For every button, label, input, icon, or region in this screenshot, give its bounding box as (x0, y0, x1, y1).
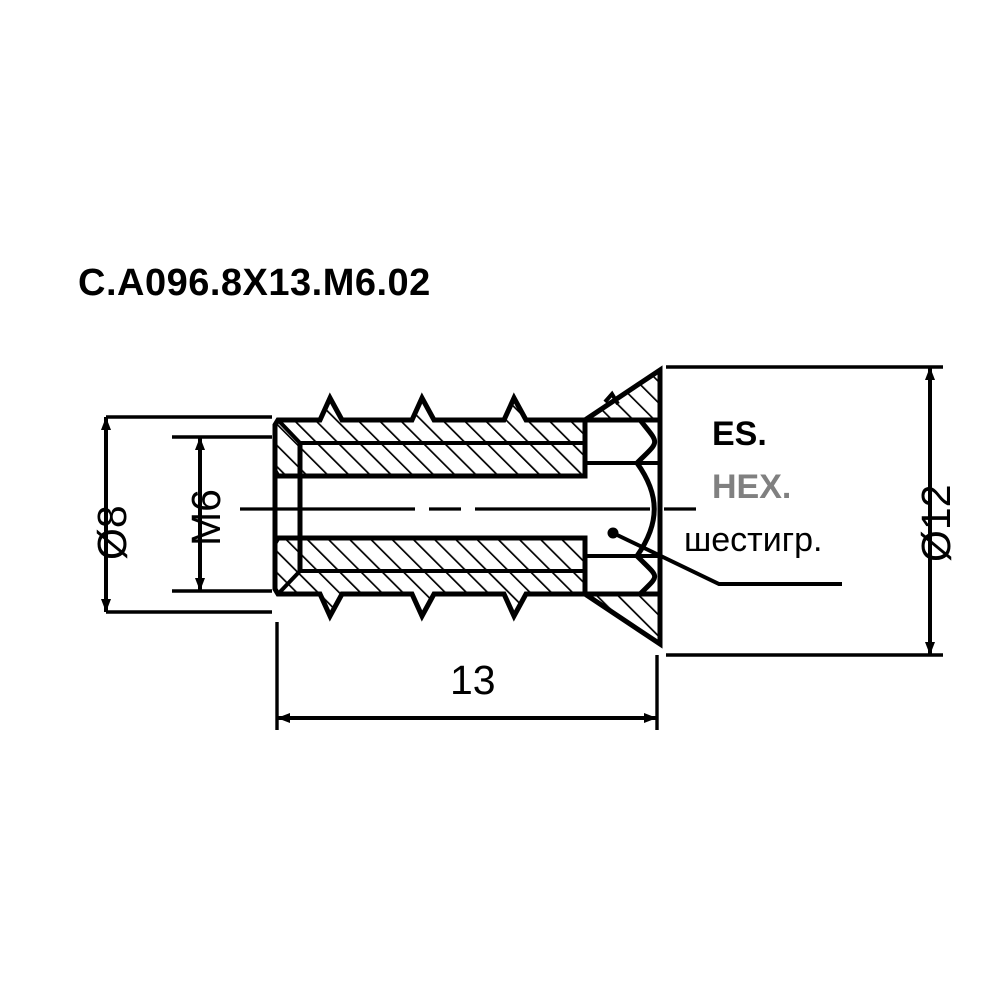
dimension-outer-diameter (101, 415, 272, 614)
dimension-label-thread-size: M6 (183, 489, 229, 546)
dimension-length (275, 622, 659, 730)
note-drive-russian: шестигр. (684, 521, 823, 559)
dimension-thread-size (172, 435, 272, 593)
hex-leader-line (607, 527, 842, 586)
dimension-head-diameter (666, 365, 943, 657)
dimension-label-length: 13 (450, 657, 496, 703)
left-chamfer-bottom (276, 569, 302, 596)
insert-cross-section (272, 365, 663, 649)
dimension-label-outer-diameter: Ø8 (89, 505, 135, 560)
section-hatch-top (275, 398, 585, 476)
head-chamfer-nick (603, 390, 620, 406)
section-hatch-bottom (275, 538, 585, 616)
note-drive-hex: HEX. (712, 468, 792, 506)
hex-socket-arc-upper (635, 418, 658, 465)
page-title: C.A096.8X13.M6.02 (78, 262, 431, 304)
left-chamfer-top (276, 418, 302, 445)
dimension-label-head-diameter: Ø12 (913, 484, 959, 563)
hex-socket-arc-lower (635, 554, 658, 596)
note-drive-es: ES. (712, 415, 767, 453)
